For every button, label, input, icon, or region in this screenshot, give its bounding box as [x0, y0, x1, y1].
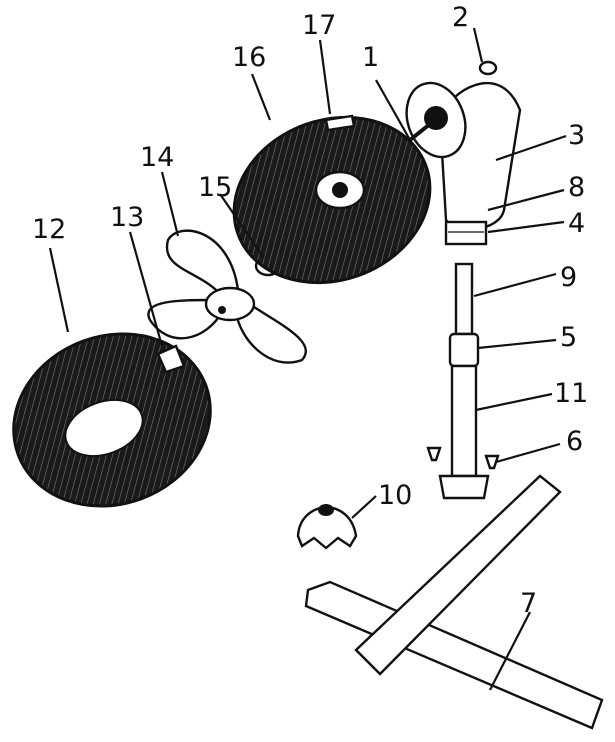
label-8: 8 — [568, 172, 585, 203]
rear-grille — [232, 115, 432, 285]
label-6: 6 — [566, 426, 583, 457]
label-2: 2 — [452, 2, 469, 33]
label-1: 1 — [362, 42, 379, 73]
height-collar — [448, 332, 480, 368]
label-16: 16 — [232, 42, 266, 73]
label-9: 9 — [560, 262, 577, 293]
label-10: 10 — [378, 480, 412, 511]
fan-blade — [147, 229, 307, 364]
label-17: 17 — [302, 10, 336, 41]
label-12: 12 — [32, 214, 66, 245]
label-3: 3 — [568, 120, 585, 151]
base-cover — [296, 504, 358, 550]
outer-pole — [438, 364, 490, 500]
motor-head — [405, 60, 522, 246]
label-13: 13 — [110, 202, 144, 233]
label-5: 5 — [560, 322, 577, 353]
label-14: 14 — [140, 142, 174, 173]
cross-base — [304, 474, 604, 730]
spinner-knob — [156, 344, 186, 374]
inner-pole — [454, 262, 474, 336]
leader-lines — [48, 27, 567, 691]
label-11: 11 — [554, 378, 588, 409]
label-4: 4 — [568, 208, 585, 239]
part-labels: 1 2 3 8 4 9 5 11 6 10 7 12 13 14 15 16 1… — [32, 2, 588, 619]
screws — [426, 446, 500, 470]
front-grille — [12, 332, 212, 508]
grille-nut — [324, 114, 356, 132]
label-15: 15 — [198, 172, 232, 203]
label-7: 7 — [520, 588, 537, 619]
